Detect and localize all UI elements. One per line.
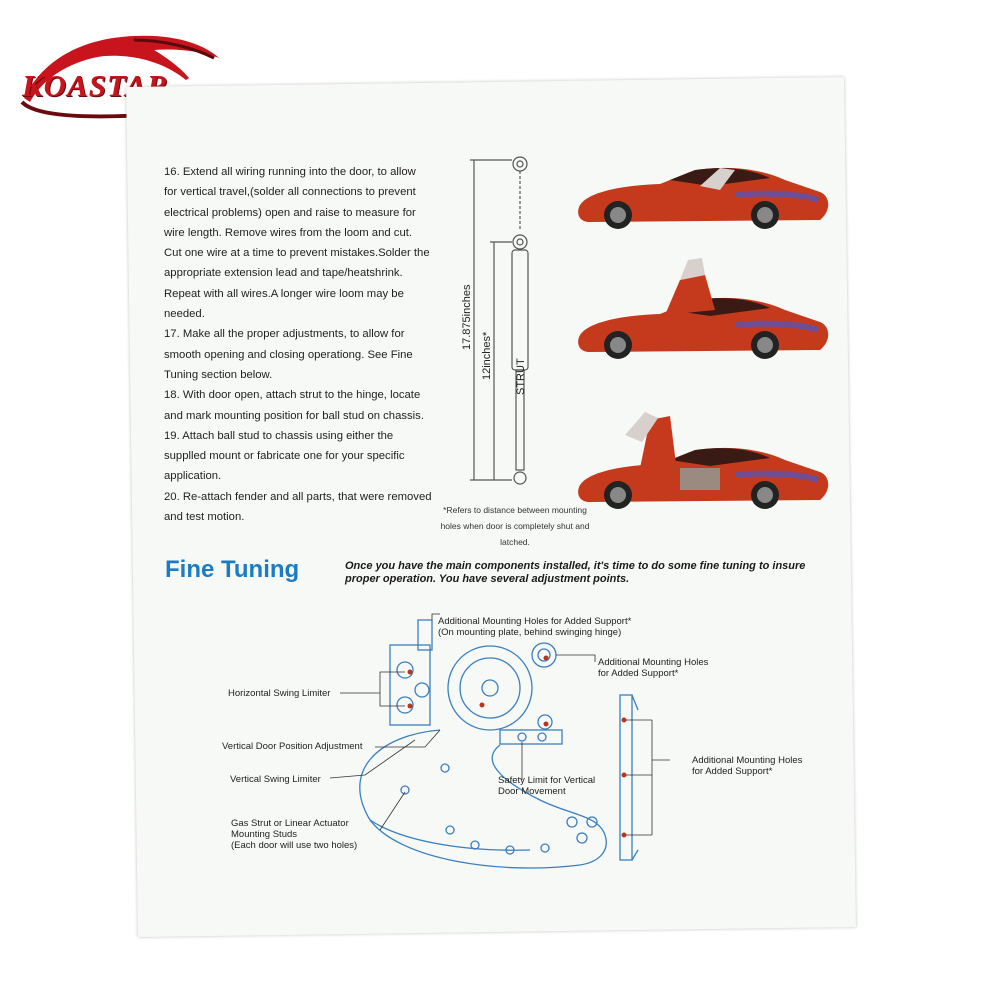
- step-18: 18. With door open, attach strut to the …: [164, 389, 424, 422]
- callout-mount-top: Additional Mounting Holes for Added Supp…: [438, 616, 632, 638]
- car-door-open: [578, 412, 829, 509]
- fine-tuning-intro: Once you have the main components instal…: [345, 560, 806, 585]
- callout-gas-strut: Gas Strut or Linear Actuator Mounting St…: [231, 818, 358, 851]
- car-door-closed: [578, 167, 829, 229]
- callout-safety-limit: Safety Limit for Vertical Door Movement: [498, 775, 596, 797]
- car-illustrations: [578, 167, 829, 509]
- callout-mount-right: Additional Mounting Holes for Added Supp…: [598, 657, 709, 679]
- car-door-half-open: [578, 258, 829, 359]
- inner-length-label: 12inches*: [481, 331, 493, 380]
- callout-vertical-adjust: Vertical Door Position Adjustment: [222, 741, 363, 752]
- callout-horizontal-limiter: Horizontal Swing Limiter: [228, 688, 331, 699]
- strut-footnote: *Refers to distance between mounting hol…: [440, 505, 590, 547]
- step-20: 20. Re-attach fender and all parts, that…: [164, 490, 432, 524]
- step-17: 17. Make all the proper adjustments, to …: [164, 328, 413, 381]
- outer-length-label: 17.875inches: [461, 284, 473, 350]
- hinge-diagram: [329, 613, 670, 869]
- instruction-list: 16. Extend all wiring running into the d…: [164, 162, 432, 527]
- callout-mount-far-right: Additional Mounting Holes for Added Supp…: [692, 755, 803, 777]
- step-16: 16. Extend all wiring running into the d…: [164, 166, 430, 321]
- step-19: 19. Attach ball stud to chassis using ei…: [164, 429, 405, 483]
- fine-tuning-title: Fine Tuning: [165, 556, 300, 583]
- callout-vertical-limiter: Vertical Swing Limiter: [230, 774, 321, 785]
- strut-label: STRUT: [515, 358, 527, 395]
- strut-diagram: 17.875inches 12inches* STRUT: [461, 156, 529, 485]
